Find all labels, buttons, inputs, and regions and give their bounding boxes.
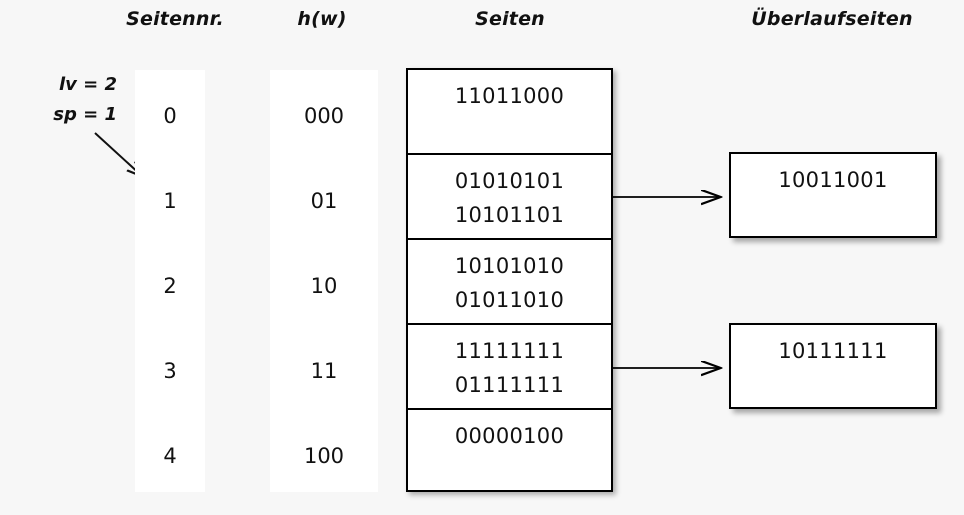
parameter-annotation: lv = 2 sp = 1 — [12, 70, 117, 130]
header-ueberlaufseiten: Überlaufseiten — [751, 8, 913, 30]
overflow-page-box: 10011001 — [729, 152, 937, 238]
page-record: 01011010 — [454, 288, 565, 312]
parameter-level: lv = 2 — [58, 74, 117, 95]
page-record: 11011000 — [454, 84, 565, 108]
header-seiten: Seiten — [475, 8, 545, 30]
page-record: 10101101 — [454, 203, 565, 227]
parameter-split-pointer: sp = 1 — [53, 104, 117, 125]
page-number-cell: 1 — [163, 189, 177, 213]
overflow-connector-arrow-icon — [613, 186, 733, 208]
page-record: 10101010 — [454, 254, 565, 278]
overflow-record: 10011001 — [778, 168, 888, 192]
page-number-cell: 0 — [163, 104, 177, 128]
column-hash: 000 01 10 11 100 — [270, 70, 378, 492]
page-cell: 01010101 10101101 — [408, 155, 611, 240]
split-pointer-arrow-icon — [94, 132, 154, 186]
page-cell: 11111111 01111111 — [408, 325, 611, 410]
page-record: 01111111 — [454, 373, 565, 397]
page-cell: 11011000 — [408, 70, 611, 155]
overflow-page-box: 10111111 — [729, 323, 937, 409]
header-hash: h(w) — [297, 8, 347, 30]
hash-value-cell: 11 — [310, 359, 338, 383]
hash-value-cell: 01 — [310, 189, 338, 213]
column-seitennr: 0 1 2 3 4 — [135, 70, 205, 492]
hash-value-cell: 100 — [303, 444, 345, 468]
page-number-cell: 2 — [163, 274, 177, 298]
hash-value-cell: 000 — [303, 104, 345, 128]
hash-value-cell: 10 — [310, 274, 338, 298]
page-number-cell: 4 — [163, 444, 177, 468]
page-record: 11111111 — [454, 339, 565, 363]
header-seitennr: Seitennr. — [126, 8, 224, 30]
page-number-cell: 3 — [163, 359, 177, 383]
page-cell: 10101010 01011010 — [408, 240, 611, 325]
page-cell: 00000100 — [408, 410, 611, 490]
overflow-connector-arrow-icon — [613, 357, 733, 379]
page-record: 00000100 — [454, 424, 565, 448]
overflow-record: 10111111 — [778, 339, 888, 363]
page-record: 01010101 — [454, 169, 565, 193]
pages-table: 11011000 01010101 10101101 10101010 0101… — [406, 68, 613, 492]
